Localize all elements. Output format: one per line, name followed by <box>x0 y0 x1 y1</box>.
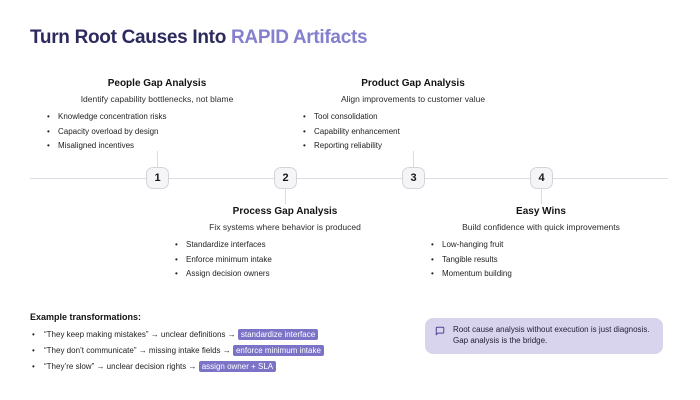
timeline-connector-4 <box>541 189 542 204</box>
examples-heading: Example transformations: <box>30 312 142 322</box>
section-process-gap-analysis: Process Gap Analysis Fix systems where b… <box>165 206 405 284</box>
bullet-item: Momentum building <box>429 269 661 278</box>
bullet-item: Capacity overload by design <box>45 127 277 136</box>
title-accent: RAPID Artifacts <box>231 27 368 48</box>
timeline-connector-1 <box>157 151 158 167</box>
callout-note: Root cause analysis without execution is… <box>425 318 663 354</box>
timeline-line <box>30 178 668 179</box>
bullet-item: Low-hanging fruit <box>429 240 661 249</box>
section-bullet-list: Knowledge concentration risks Capacity o… <box>37 112 277 150</box>
example-text: “They’re slow” → unclear decision rights… <box>44 362 197 371</box>
section-title: Easy Wins <box>516 206 566 217</box>
section-product-gap-analysis: Product Gap Analysis Align improvements … <box>293 78 533 156</box>
section-bullet-list: Standardize interfaces Enforce minimum i… <box>165 240 405 278</box>
bullet-item: Standardize interfaces <box>173 240 405 249</box>
example-transformations: Example transformations: “They keep maki… <box>30 312 390 378</box>
section-people-gap-analysis: People Gap Analysis Identify capability … <box>37 78 277 156</box>
section-subtitle: Fix systems where behavior is produced <box>209 222 361 232</box>
section-subtitle: Build confidence with quick improvements <box>462 222 620 232</box>
timeline-connector-2 <box>285 189 286 204</box>
section-bullet-list: Low-hanging fruit Tangible results Momen… <box>421 240 661 278</box>
step-badge-3: 3 <box>402 167 425 189</box>
bullet-item: Misaligned incentives <box>45 141 277 150</box>
page-title: Turn Root Causes Into RAPID Artifacts <box>30 27 368 49</box>
section-subtitle: Identify capability bottlenecks, not bla… <box>80 94 234 104</box>
message-square-icon <box>435 326 445 335</box>
callout-line: Gap analysis is the bridge. <box>453 335 548 345</box>
bullet-item: Reporting reliability <box>301 141 533 150</box>
example-item: “They keep making mistakes” → unclear de… <box>30 329 390 340</box>
example-text: “They don’t communicate” → missing intak… <box>44 346 231 355</box>
callout-text: Root cause analysis without execution is… <box>453 325 650 346</box>
section-bullet-list: Tool consolidation Capability enhancemen… <box>293 112 533 150</box>
section-title: Process Gap Analysis <box>232 206 338 217</box>
bullet-item: Capability enhancement <box>301 127 533 136</box>
example-item: “They’re slow” → unclear decision rights… <box>30 361 390 372</box>
section-title: Product Gap Analysis <box>361 78 465 89</box>
transformation-chip: standardize interface <box>237 329 319 340</box>
step-badge-2: 2 <box>274 167 297 189</box>
transformation-chip: enforce minimum intake <box>232 345 324 356</box>
transformation-chip: assign owner + SLA <box>198 361 277 372</box>
section-title: People Gap Analysis <box>107 78 207 89</box>
step-badge-1: 1 <box>146 167 169 189</box>
bullet-item: Tool consolidation <box>301 112 533 121</box>
example-item: “They don’t communicate” → missing intak… <box>30 345 390 356</box>
bullet-item: Tangible results <box>429 255 661 264</box>
bullet-item: Enforce minimum intake <box>173 255 405 264</box>
section-subtitle: Align improvements to customer value <box>340 94 486 104</box>
example-text: “They keep making mistakes” → unclear de… <box>44 330 236 339</box>
step-badge-4: 4 <box>530 167 553 189</box>
title-prefix: Turn Root Causes Into <box>30 27 227 48</box>
section-easy-wins: Easy Wins Build confidence with quick im… <box>421 206 661 284</box>
bullet-item: Knowledge concentration risks <box>45 112 277 121</box>
callout-line: Root cause analysis without execution is… <box>453 325 650 334</box>
timeline-connector-3 <box>413 151 414 167</box>
bullet-item: Assign decision owners <box>173 269 405 278</box>
